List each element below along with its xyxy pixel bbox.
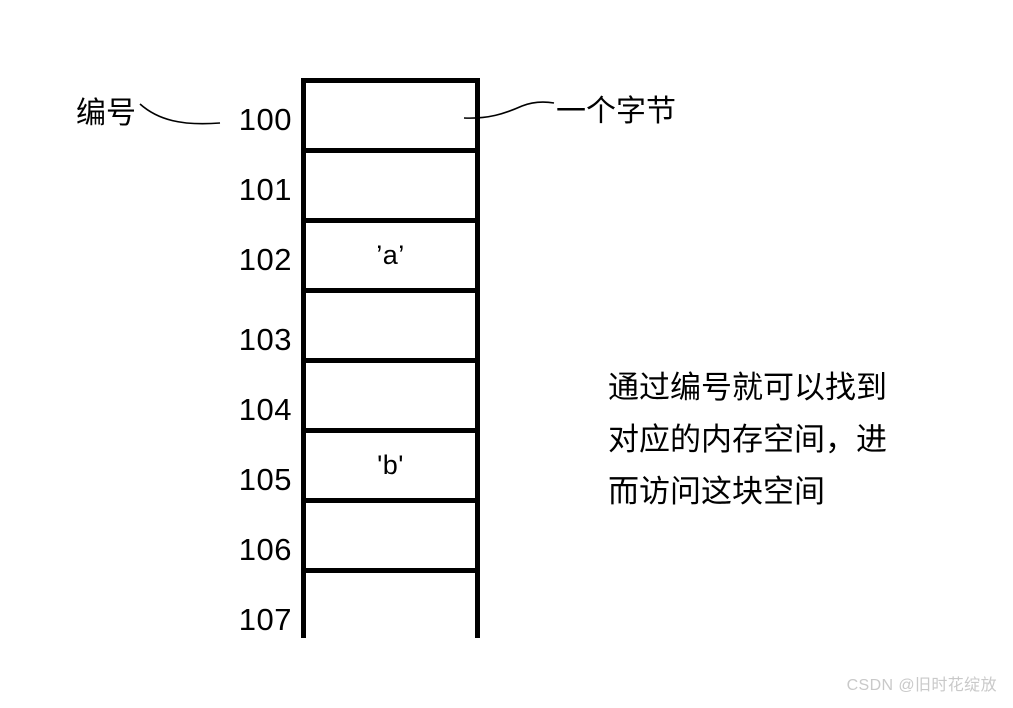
memory-cell-value: 'b'	[377, 450, 404, 480]
memory-cell-104	[306, 363, 475, 433]
description-line-2: 对应的内存空间，进	[608, 422, 887, 457]
memory-cell-103	[306, 293, 475, 363]
address-label-5: 105	[238, 462, 292, 497]
label-address-number: 编号	[76, 97, 136, 130]
memory-cell-106	[306, 503, 475, 573]
address-label-0: 100	[238, 102, 292, 137]
memory-cell-105: 'b'	[306, 433, 475, 503]
memory-table: ’a’ 'b'	[301, 78, 480, 643]
memory-cell-100	[306, 83, 475, 153]
address-column: 100 101 102 103 104 105 106 107	[180, 78, 292, 638]
memory-cell-102: ’a’	[306, 223, 475, 293]
csdn-watermark: CSDN @旧时花绽放	[846, 677, 997, 694]
address-label-4: 104	[238, 392, 292, 427]
address-label-1: 101	[238, 172, 292, 207]
description-paragraph: 通过编号就可以找到 对应的内存空间，进 而访问这块空间	[608, 362, 938, 518]
memory-cell-value: ’a’	[376, 240, 405, 270]
memory-cell-101	[306, 153, 475, 223]
description-line-1: 通过编号就可以找到	[608, 370, 887, 405]
address-label-3: 103	[238, 322, 292, 357]
memory-cell-107	[306, 573, 475, 643]
address-label-7: 107	[238, 602, 292, 637]
description-line-3: 而访问这块空间	[608, 474, 825, 509]
address-label-2: 102	[238, 242, 292, 277]
address-label-6: 106	[238, 532, 292, 567]
label-one-byte: 一个字节	[556, 95, 676, 128]
